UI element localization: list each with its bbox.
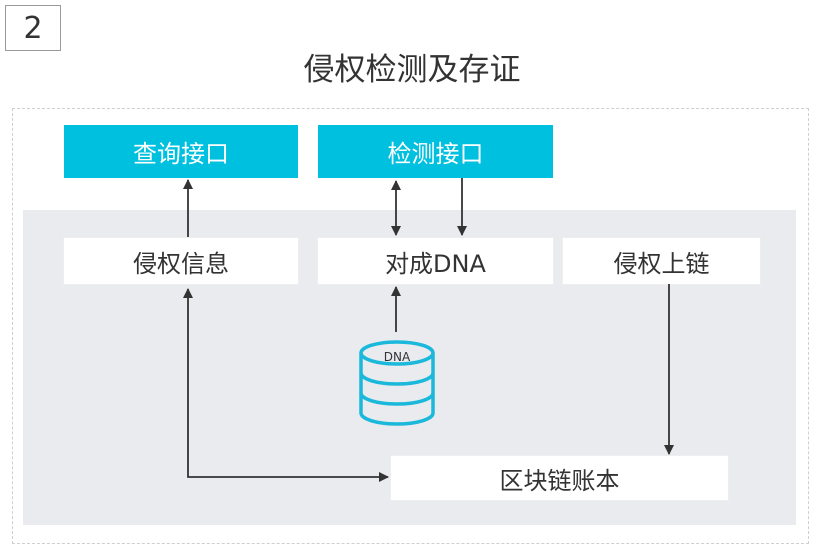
arrow-ledger-info-bidirectional — [183, 288, 389, 482]
infringement-chain-label: 侵权上链 — [613, 249, 710, 278]
compare-dna-label: 对成DNA — [385, 249, 486, 278]
database-icon — [359, 340, 435, 426]
database-label: DNA — [383, 350, 411, 364]
detect-api-label: 检测接口 — [387, 140, 484, 168]
blockchain-ledger-node: 区块链账本 — [391, 456, 728, 500]
infringement-chain-node: 侵权上链 — [563, 238, 760, 284]
infringement-info-node: 侵权信息 — [64, 238, 298, 284]
figure-number-box: 2 — [5, 5, 61, 51]
query-api-label: 查询接口 — [133, 140, 229, 168]
blockchain-ledger-label: 区块链账本 — [499, 466, 620, 495]
query-api-node: 查询接口 — [64, 125, 298, 178]
figure-number: 2 — [23, 10, 43, 46]
detect-api-node: 检测接口 — [318, 125, 553, 178]
compare-dna-node: 对成DNA — [318, 238, 553, 284]
diagram-title: 侵权检测及存证 — [303, 52, 521, 88]
infringement-info-label: 侵权信息 — [133, 249, 229, 278]
dashed-boundary — [12, 108, 809, 544]
